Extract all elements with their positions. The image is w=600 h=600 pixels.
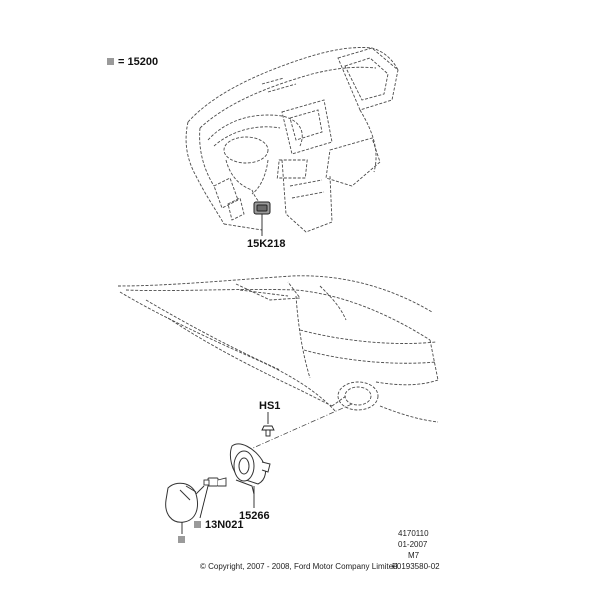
legend-code: = 15200 xyxy=(118,56,159,68)
copyright-notice: © Copyright, 2007 - 2008, Ford Motor Com… xyxy=(200,562,398,571)
doc-figure: F0193580-02 xyxy=(392,562,440,571)
legend: = 15200 xyxy=(107,56,158,68)
fog-lamp-bulb xyxy=(203,477,227,487)
cover-marker-swatch xyxy=(178,536,185,543)
label-15266: 15266 xyxy=(239,510,270,522)
doc-date: 01-2007 xyxy=(398,540,428,549)
label-15k218: 15K218 xyxy=(247,238,286,250)
doc-number: 4170110 xyxy=(398,529,429,538)
bulb-code-swatch xyxy=(194,521,201,528)
label-13n021: 13N021 xyxy=(194,519,244,531)
bulb-cover xyxy=(165,482,205,523)
bulb-leader xyxy=(199,485,209,519)
fog-lamp-housing xyxy=(229,443,271,495)
bumper-illustration xyxy=(117,275,439,423)
bolt-hs1 xyxy=(261,425,275,437)
legend-swatch xyxy=(107,58,114,65)
label-13n021-text: 13N021 xyxy=(205,519,244,531)
label-hs1: HS1 xyxy=(259,400,281,412)
doc-model: M7 xyxy=(408,551,420,560)
dashboard-illustration xyxy=(185,47,399,233)
headlamp-switch xyxy=(253,201,271,215)
document-info: 4170110 01-2007 M7 F0193580-02 xyxy=(392,528,440,572)
